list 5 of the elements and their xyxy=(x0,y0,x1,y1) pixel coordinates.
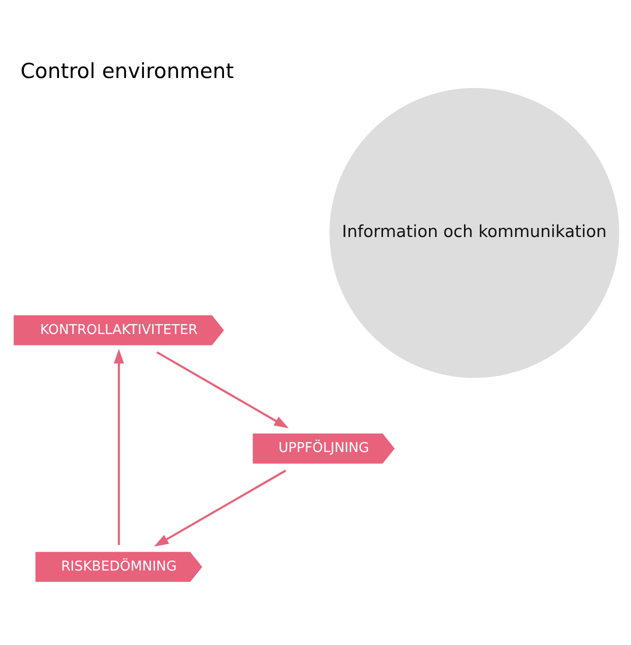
arrow xyxy=(156,350,288,428)
arrow xyxy=(113,348,124,545)
arrow xyxy=(154,469,286,546)
diagram-title: Control environment xyxy=(20,58,234,83)
node-circle: Information och kommunikation xyxy=(328,88,619,378)
